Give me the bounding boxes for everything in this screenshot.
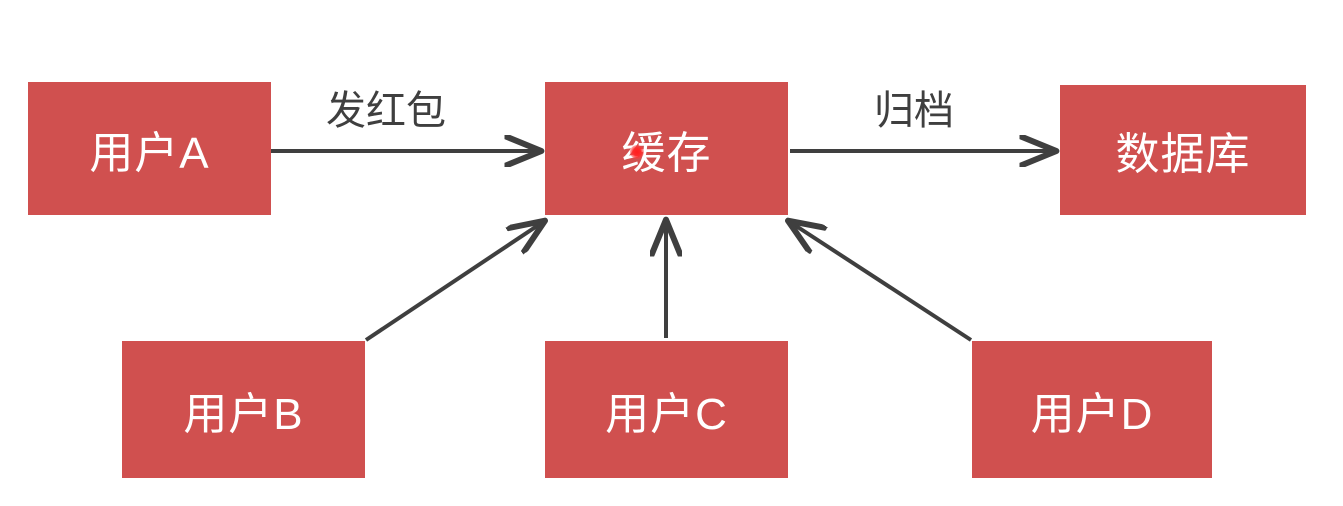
node-user-b-label: 用户B: [183, 389, 304, 439]
node-user-d[interactable]: 用户D: [972, 341, 1212, 478]
node-database-label: 数据库: [1115, 130, 1251, 179]
node-database[interactable]: 数据库: [1060, 85, 1306, 215]
node-user-c-label: 用户C: [605, 389, 728, 439]
node-user-c[interactable]: 用户C: [545, 341, 788, 478]
node-cache[interactable]: 缓存: [545, 82, 788, 215]
edge-label-archive: 归档: [874, 89, 954, 133]
edge-label-send-red-packet: 发红包: [326, 89, 446, 133]
node-user-a-label: 用户A: [89, 128, 210, 178]
node-user-b[interactable]: 用户B: [122, 341, 365, 478]
node-user-a[interactable]: 用户A: [28, 82, 271, 215]
node-cache-label: 缓存: [621, 128, 712, 178]
edge-d-to-cache: [790, 222, 973, 342]
edge-b-to-cache: [364, 222, 543, 342]
node-user-d-label: 用户D: [1030, 389, 1154, 439]
